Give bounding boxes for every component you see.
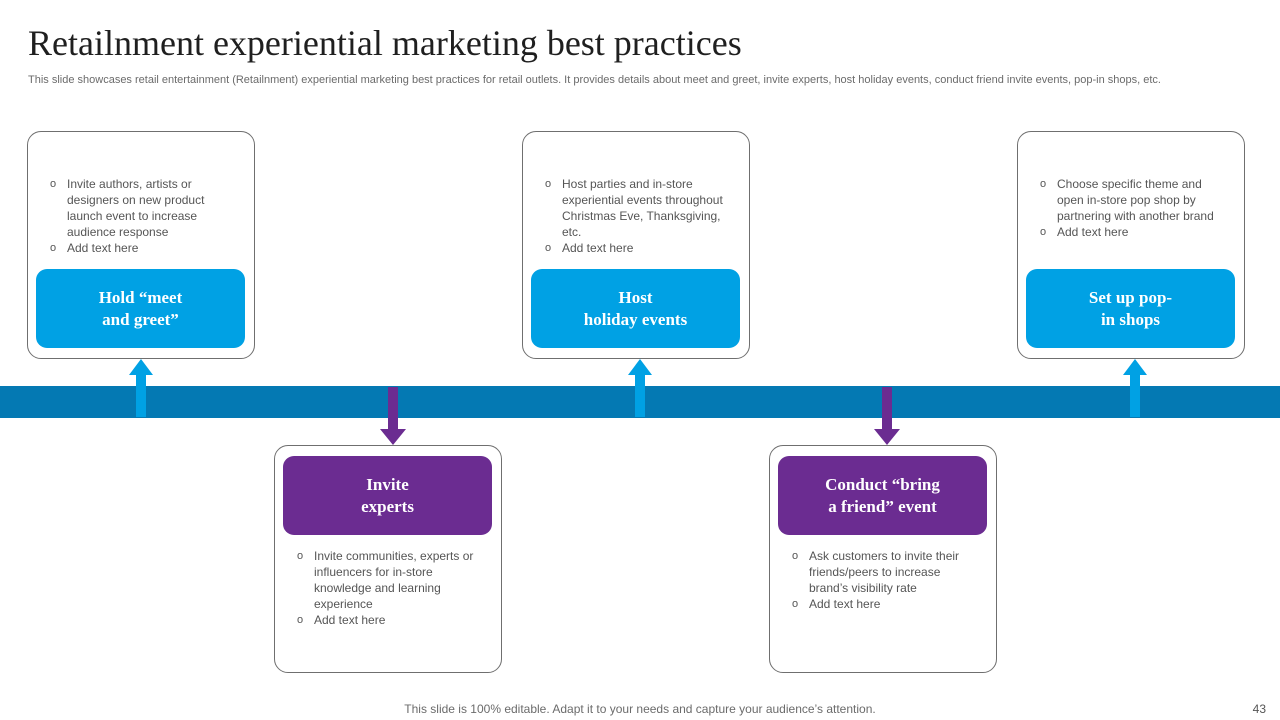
heading-pill-pop-in-shops: Set up pop-in shops — [1026, 269, 1235, 348]
up-arrow-icon — [1123, 359, 1147, 417]
bullet-circle-icon: o — [50, 242, 57, 254]
bullet-circle-icon: o — [50, 178, 57, 190]
slide-subtitle: This slide showcases retail entertainmen… — [28, 74, 1161, 86]
bullet-circle-icon: o — [297, 550, 304, 562]
bullet-circle-icon: o — [792, 550, 799, 562]
bullet-circle-icon: o — [792, 598, 799, 610]
down-arrow-icon — [874, 387, 900, 445]
page-number: 43 — [1252, 702, 1266, 716]
up-arrow-icon — [129, 359, 153, 417]
bullet-circle-icon: o — [545, 178, 552, 190]
down-arrow-icon — [380, 387, 406, 445]
bullet-circle-icon: o — [1040, 226, 1047, 238]
footer-note: This slide is 100% editable. Adapt it to… — [404, 702, 876, 716]
bullet-circle-icon: o — [1040, 178, 1047, 190]
bullet-circle-icon: o — [545, 242, 552, 254]
up-arrow-icon — [628, 359, 652, 417]
bullet-circle-icon: o — [297, 614, 304, 626]
slide-title: Retailnment experiential marketing best … — [28, 23, 742, 63]
